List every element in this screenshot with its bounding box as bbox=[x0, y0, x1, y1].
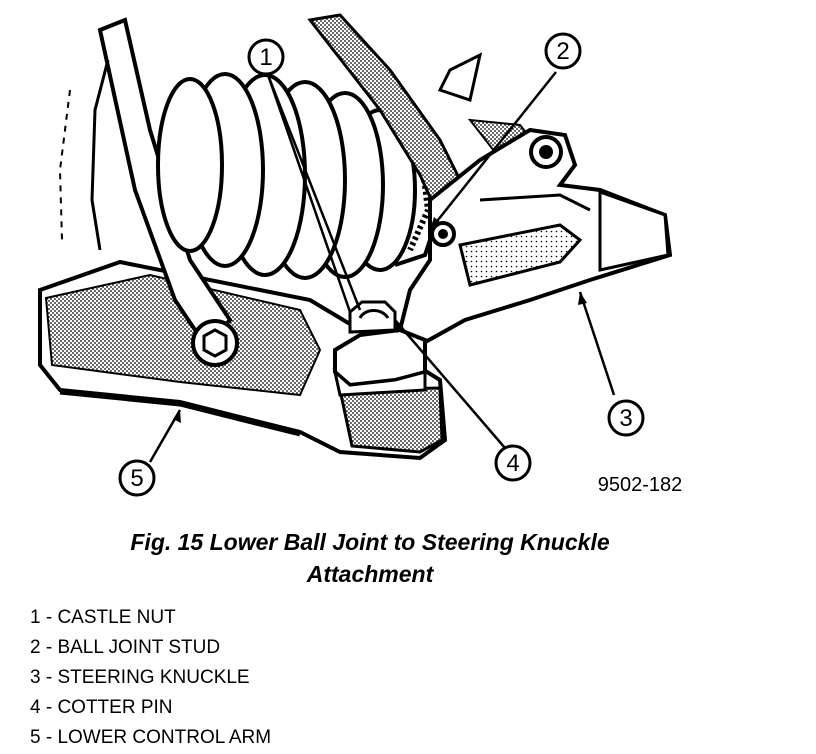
caption-line-1: Fig. 15 Lower Ball Joint to Steering Knu… bbox=[130, 529, 610, 555]
leader-line-1b bbox=[266, 74, 352, 313]
leader-line-2 bbox=[429, 71, 557, 231]
callout-label-1: 1 bbox=[259, 44, 272, 71]
callout-2: 2 bbox=[544, 32, 582, 70]
callout-3: 3 bbox=[607, 399, 645, 437]
callout-1: 1 bbox=[247, 38, 285, 76]
arrowhead-4 bbox=[395, 320, 404, 333]
legend-item-ball-joint-stud: 2 - BALL JOINT STUD bbox=[30, 637, 221, 658]
legend-item-lower-control-arm: 5 - LOWER CONTROL ARM bbox=[30, 727, 272, 748]
arrowhead-5 bbox=[173, 410, 181, 423]
arrowhead-3 bbox=[578, 292, 587, 305]
callout-label-4: 4 bbox=[506, 450, 519, 477]
caption-line-2: Attachment bbox=[306, 561, 434, 587]
figure-caption: Fig. 15 Lower Ball Joint to Steering Knu… bbox=[70, 526, 670, 590]
arrowhead-2 bbox=[430, 217, 441, 230]
figure-code: 9502-182 bbox=[598, 474, 683, 496]
parts-legend: 1 - CASTLE NUT 2 - BALL JOINT STUD 3 - S… bbox=[30, 603, 271, 753]
ball-joint-stud-drawing bbox=[332, 300, 427, 397]
legend-item-castle-nut: 1 - CASTLE NUT bbox=[30, 607, 176, 628]
leader-line-1 bbox=[266, 74, 362, 311]
leader-line-3 bbox=[578, 291, 616, 396]
leader-arrowheads bbox=[173, 217, 587, 423]
callout-label-3: 3 bbox=[619, 405, 632, 432]
legend-item-steering-knuckle: 3 - STEERING KNUCKLE bbox=[30, 667, 250, 688]
legend-item-cotter-pin: 4 - COTTER PIN bbox=[30, 697, 173, 718]
callout-5: 5 bbox=[118, 459, 156, 497]
leader-line-4 bbox=[394, 319, 506, 449]
lower-control-arm-drawing bbox=[38, 259, 448, 461]
callout-label-5: 5 bbox=[130, 465, 143, 492]
callout-4: 4 bbox=[494, 444, 532, 482]
callout-label-2: 2 bbox=[556, 38, 569, 65]
